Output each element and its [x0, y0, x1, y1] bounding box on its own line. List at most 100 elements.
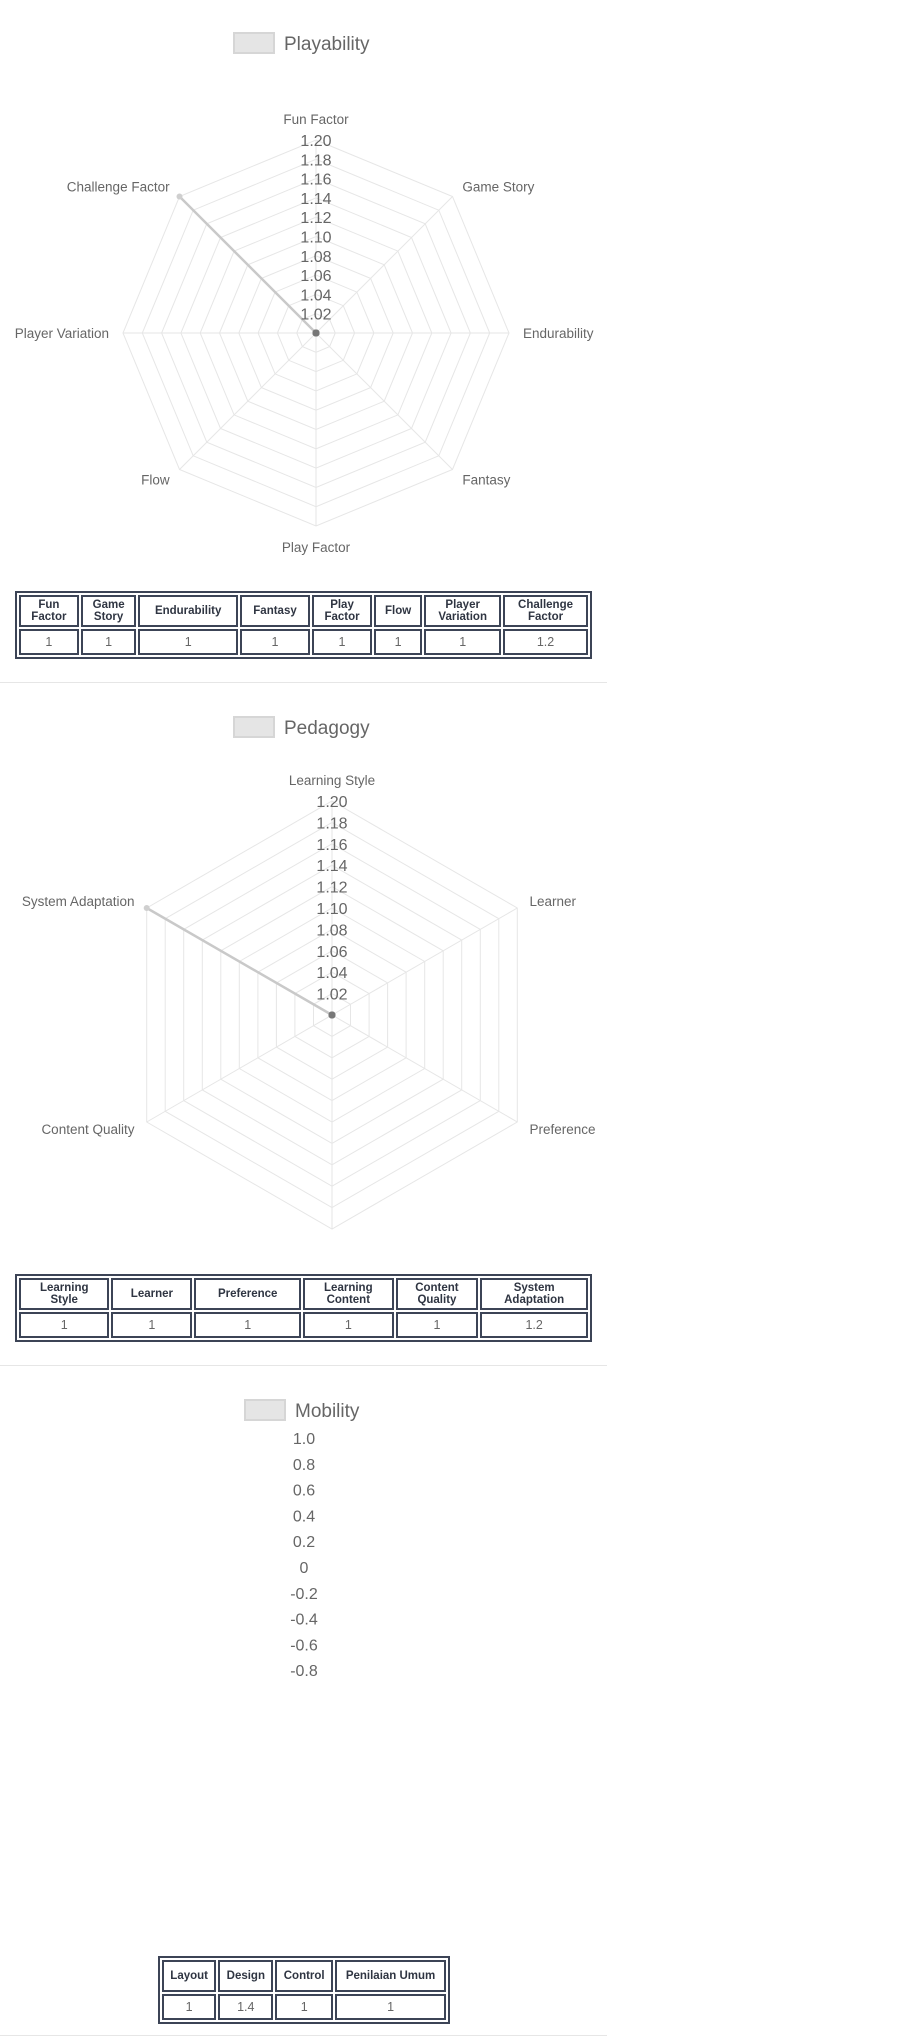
axis-spoke [331, 907, 518, 1016]
axis-label: Learning Style [289, 773, 375, 788]
table-header: Flow [373, 595, 423, 627]
tick-label: 1.16 [300, 172, 331, 189]
tick-label: 1.06 [316, 944, 347, 961]
table-header: Learning Style [19, 1278, 110, 1310]
playability-legend-swatch[interactable] [233, 32, 275, 54]
axis-spoke [331, 1014, 518, 1123]
table-header-row: Learning Style Learner Preference Learni… [19, 1278, 588, 1310]
axis-label: Game Story [462, 180, 534, 195]
table-header: Learning Content [303, 1278, 394, 1310]
tick-label: 1.12 [316, 880, 347, 897]
table-header: Layout [162, 1960, 217, 1992]
table-cell: 1 [395, 1312, 479, 1338]
tick-label: -0.2 [290, 1586, 318, 1603]
tick-label: 1.08 [316, 922, 347, 939]
table-cell: 1 [19, 1312, 110, 1338]
tick-label: -0.8 [290, 1663, 318, 1680]
table-header: Endurability [138, 595, 238, 627]
table-cell: 1 [303, 1312, 394, 1338]
data-point[interactable] [176, 193, 183, 200]
data-point[interactable] [143, 905, 150, 911]
axis-spoke [315, 196, 453, 334]
table-cell: 1 [239, 629, 311, 655]
tick-label: 1.10 [316, 901, 347, 918]
section-divider [0, 682, 607, 683]
table-header: Challenge Factor [503, 595, 588, 627]
table-cell: 1 [275, 1994, 334, 2020]
tick-label: 1.18 [316, 815, 347, 832]
table-header: Fantasy [239, 595, 311, 627]
axis-label: Content Quality [41, 1122, 134, 1137]
pedagogy-legend-label[interactable]: Pedagogy [284, 718, 370, 739]
table-header: Control [275, 1960, 334, 1992]
table-cell: 1 [80, 629, 137, 655]
table-header: Play Factor [312, 595, 372, 627]
axis-spoke [315, 332, 453, 470]
table-header: Preference [194, 1278, 302, 1310]
tick-label: 1.14 [300, 191, 331, 208]
table-header: Game Story [80, 595, 137, 627]
table-header-row: Fun Factor Game Story Endurability Fanta… [19, 595, 588, 627]
tick-label: 1.18 [300, 152, 331, 169]
tick-label: 1.02 [300, 307, 331, 324]
tick-label: 1.0 [293, 1431, 315, 1448]
tick-label: 0 [300, 1560, 309, 1577]
table-header: Design [218, 1960, 274, 1992]
tick-label: 1.06 [300, 268, 331, 285]
table-row: 1 1 1 1 1 1.2 [19, 1312, 588, 1338]
tick-label: 0.6 [293, 1483, 315, 1500]
section-divider [0, 2035, 607, 2036]
tick-label: 1.10 [300, 230, 331, 247]
tick-label: -0.6 [290, 1637, 318, 1654]
axis-label: Player Variation [15, 326, 109, 341]
tick-label: 1.14 [316, 858, 347, 875]
tick-label: 1.02 [316, 987, 347, 1004]
data-point[interactable] [312, 329, 320, 337]
tick-label: 1.08 [300, 249, 331, 266]
axis-label: Play Factor [282, 540, 351, 555]
table-row: 1 1.4 1 1 [162, 1994, 446, 2020]
axis-label: Preference [530, 1122, 596, 1137]
pedagogy-radar-chart: Pedagogy Learning StyleLearnerPreference… [22, 716, 596, 1230]
section-divider [0, 1365, 607, 1366]
tick-label: 1.04 [300, 287, 331, 304]
mobility-score-table: Layout Design Control Penilaian Umum 1 1… [158, 1956, 450, 2024]
table-cell: 1 [19, 629, 79, 655]
axis-label: Flow [141, 472, 170, 487]
table-row: 1 1 1 1 1 1 1 1.2 [19, 629, 588, 655]
table-header: Penilaian Umum [335, 1960, 446, 1992]
table-cell: 1.2 [480, 1312, 588, 1338]
table-header: Fun Factor [19, 595, 79, 627]
table-header: Content Quality [395, 1278, 479, 1310]
tick-label: 1.12 [300, 210, 331, 227]
tick-label: 0.2 [293, 1534, 315, 1551]
playability-legend-label[interactable]: Playability [284, 34, 370, 55]
table-header: System Adaptation [480, 1278, 588, 1310]
tick-label: 1.20 [316, 794, 347, 811]
table-cell: 1 [335, 1994, 446, 2020]
table-header-row: Layout Design Control Penilaian Umum [162, 1960, 446, 1992]
tick-label: 0.4 [293, 1508, 315, 1525]
mobility-legend-swatch[interactable] [244, 1399, 286, 1421]
table-cell: 1 [312, 629, 372, 655]
pedagogy-legend-swatch[interactable] [233, 716, 275, 738]
table-header: Player Variation [424, 595, 502, 627]
data-point[interactable] [328, 1011, 336, 1019]
axis-label: System Adaptation [22, 894, 135, 909]
table-cell: 1 [111, 1312, 193, 1338]
mobility-legend-label[interactable]: Mobility [295, 1401, 360, 1422]
axis-label: Endurability [523, 326, 594, 341]
table-cell: 1 [424, 629, 502, 655]
table-cell: 1 [194, 1312, 302, 1338]
tick-label: 1.16 [316, 837, 347, 854]
table-cell: 1 [138, 629, 238, 655]
table-cell: 1.2 [503, 629, 588, 655]
axis-label: Fun Factor [283, 112, 349, 127]
table-cell: 1 [162, 1994, 217, 2020]
table-cell: 1 [373, 629, 423, 655]
axis-spoke [179, 332, 317, 470]
